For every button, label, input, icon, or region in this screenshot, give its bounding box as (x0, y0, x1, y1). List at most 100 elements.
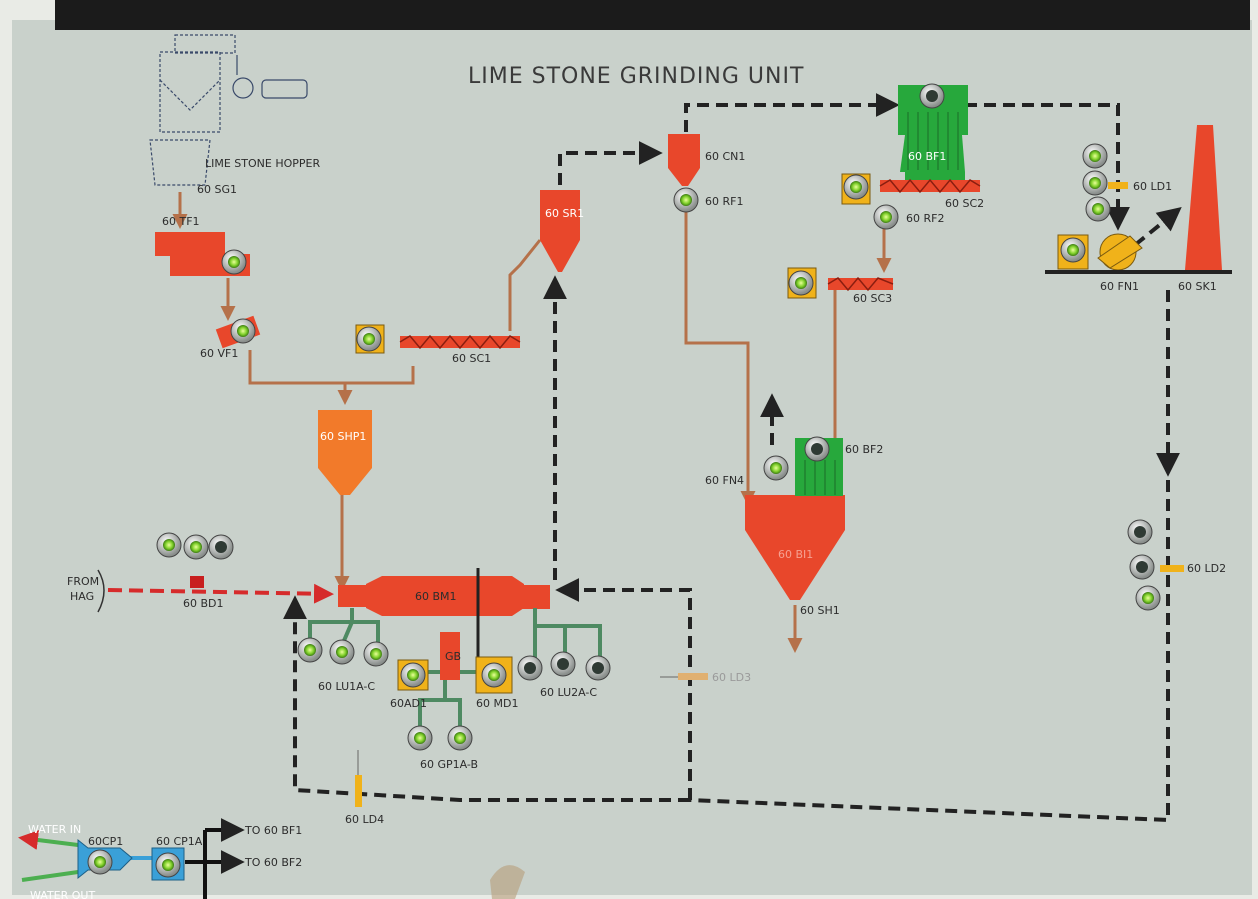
vf1-label: 60 VF1 (200, 347, 238, 360)
bm1-ball-mill (338, 568, 550, 660)
bf2-label: 60 BF2 (845, 443, 883, 456)
hopper-label: LIME STONE HOPPER (205, 157, 320, 170)
sr1-label: 60 SR1 (545, 207, 584, 220)
bf1-lamp (919, 83, 945, 109)
gp1a-lamp (407, 725, 433, 751)
rf2-label: 60 RF2 (906, 212, 944, 225)
gp1-label: 60 GP1A-B (420, 758, 478, 771)
hopper-fan (232, 55, 308, 99)
cp1-label: 60CP1 (88, 835, 123, 848)
panel-face (12, 20, 1252, 895)
bd1-lamp-3 (208, 534, 234, 560)
fn1-lamp (1060, 237, 1086, 263)
sc3-lamp (788, 270, 814, 296)
water-in-label: WATER IN (28, 823, 81, 836)
vf1-lamp (230, 318, 256, 344)
glare-smudge (490, 865, 525, 899)
ld2-label: 60 LD2 (1187, 562, 1226, 575)
from-hag-label-2: HAG (70, 590, 94, 603)
ld1-lamp-1 (1082, 143, 1108, 169)
cooling-water-lines (18, 818, 245, 899)
ld1-lamp-2 (1082, 170, 1108, 196)
lime-stone-hopper (149, 34, 236, 186)
to-bf1-label: TO 60 BF1 (244, 824, 302, 837)
ad1-label: 60AD1 (390, 697, 427, 710)
sg1-label: 60 SG1 (197, 183, 237, 196)
cp1a-lamp (155, 852, 181, 878)
cn1-label: 60 CN1 (705, 150, 745, 163)
indicator-lamps (87, 83, 1161, 878)
cp1-lamp (87, 849, 113, 875)
ld2-lamp-1 (1127, 519, 1153, 545)
fn4-label: 60 FN4 (705, 474, 744, 487)
sc2-screw-conveyor (879, 178, 981, 194)
gas-lines (283, 93, 1182, 823)
fn1-label: 60 FN1 (1100, 280, 1139, 293)
bf1-bag-filter (898, 85, 968, 186)
fn4-lamp (763, 455, 789, 481)
sk1-stack (1185, 125, 1222, 270)
tf1-lamp (221, 249, 247, 275)
lu1a-lamp (297, 637, 323, 663)
sc2-label: 60 SC2 (945, 197, 984, 210)
rf2-lamp (873, 204, 899, 230)
ld4-damper (355, 750, 362, 807)
rf1-label: 60 RF1 (705, 195, 743, 208)
sc2-lamp (843, 174, 869, 200)
sc1-screw-conveyor (399, 334, 521, 350)
ld3-label: 60 LD3 (712, 671, 751, 684)
panel-title: LIME STONE GRINDING UNIT (468, 64, 804, 89)
bi1-bin (745, 495, 845, 600)
gb-gearbox (440, 632, 460, 680)
bd1-label: 60 BD1 (183, 597, 224, 610)
md1-label: 60 MD1 (476, 697, 518, 710)
gb-label: GB (445, 650, 461, 663)
ld4-label: 60 LD4 (345, 813, 384, 826)
lu2a-lamp (517, 655, 543, 681)
lu2b-lamp (550, 651, 576, 677)
ld2-lamp-2 (1129, 554, 1155, 580)
bm1-label: 60 BM1 (415, 590, 457, 603)
sh1-label: 60 SH1 (800, 604, 840, 617)
lu1c-lamp (363, 641, 389, 667)
lu2-label: 60 LU2A-C (540, 686, 597, 699)
lu1b-lamp (329, 639, 355, 665)
bf1-label: 60 BF1 (908, 150, 946, 163)
sc3-label: 60 SC3 (853, 292, 892, 305)
gp1b-lamp (447, 725, 473, 751)
from-hag-label-1: FROM (67, 575, 99, 588)
ld1-label: 60 LD1 (1133, 180, 1172, 193)
lu2c-lamp (585, 655, 611, 681)
rf1-lamp (673, 187, 699, 213)
ld3-damper (660, 673, 708, 680)
sr1-separator (540, 190, 580, 272)
ld2-damper (1160, 565, 1184, 572)
sc1-label: 60 SC1 (452, 352, 491, 365)
water-out-label: WATER OUT (30, 889, 95, 899)
bf2-lamp (804, 436, 830, 462)
bd1-damper (190, 576, 204, 588)
sk1-label: 60 SK1 (1178, 280, 1217, 293)
sc3-screw-conveyor (827, 276, 894, 292)
lu1-label: 60 LU1A-C (318, 680, 375, 693)
bd1-lamp-1 (156, 532, 182, 558)
sc1-lamp (356, 326, 382, 352)
bd1-lamp-2 (183, 534, 209, 560)
cp1a-label: 60 CP1A (156, 835, 203, 848)
ld2-lamp-3 (1135, 585, 1161, 611)
ld1-damper (1108, 182, 1128, 189)
bi1-label: 60 BI1 (778, 548, 813, 561)
shp1-hopper (318, 410, 372, 495)
hag-line (97, 569, 334, 613)
md1-lamp (481, 662, 507, 688)
tf1-label: 60 TF1 (162, 215, 200, 228)
shp1-label: 60 SHP1 (320, 430, 366, 443)
material-pipes (172, 192, 892, 653)
panel-top-frame (55, 0, 1250, 30)
ad1-lamp (400, 662, 426, 688)
to-bf2-label: TO 60 BF2 (244, 856, 302, 869)
from-hag-brace (97, 569, 105, 613)
ld1-lamp-3 (1085, 196, 1111, 222)
cn1-cyclone (668, 134, 700, 186)
